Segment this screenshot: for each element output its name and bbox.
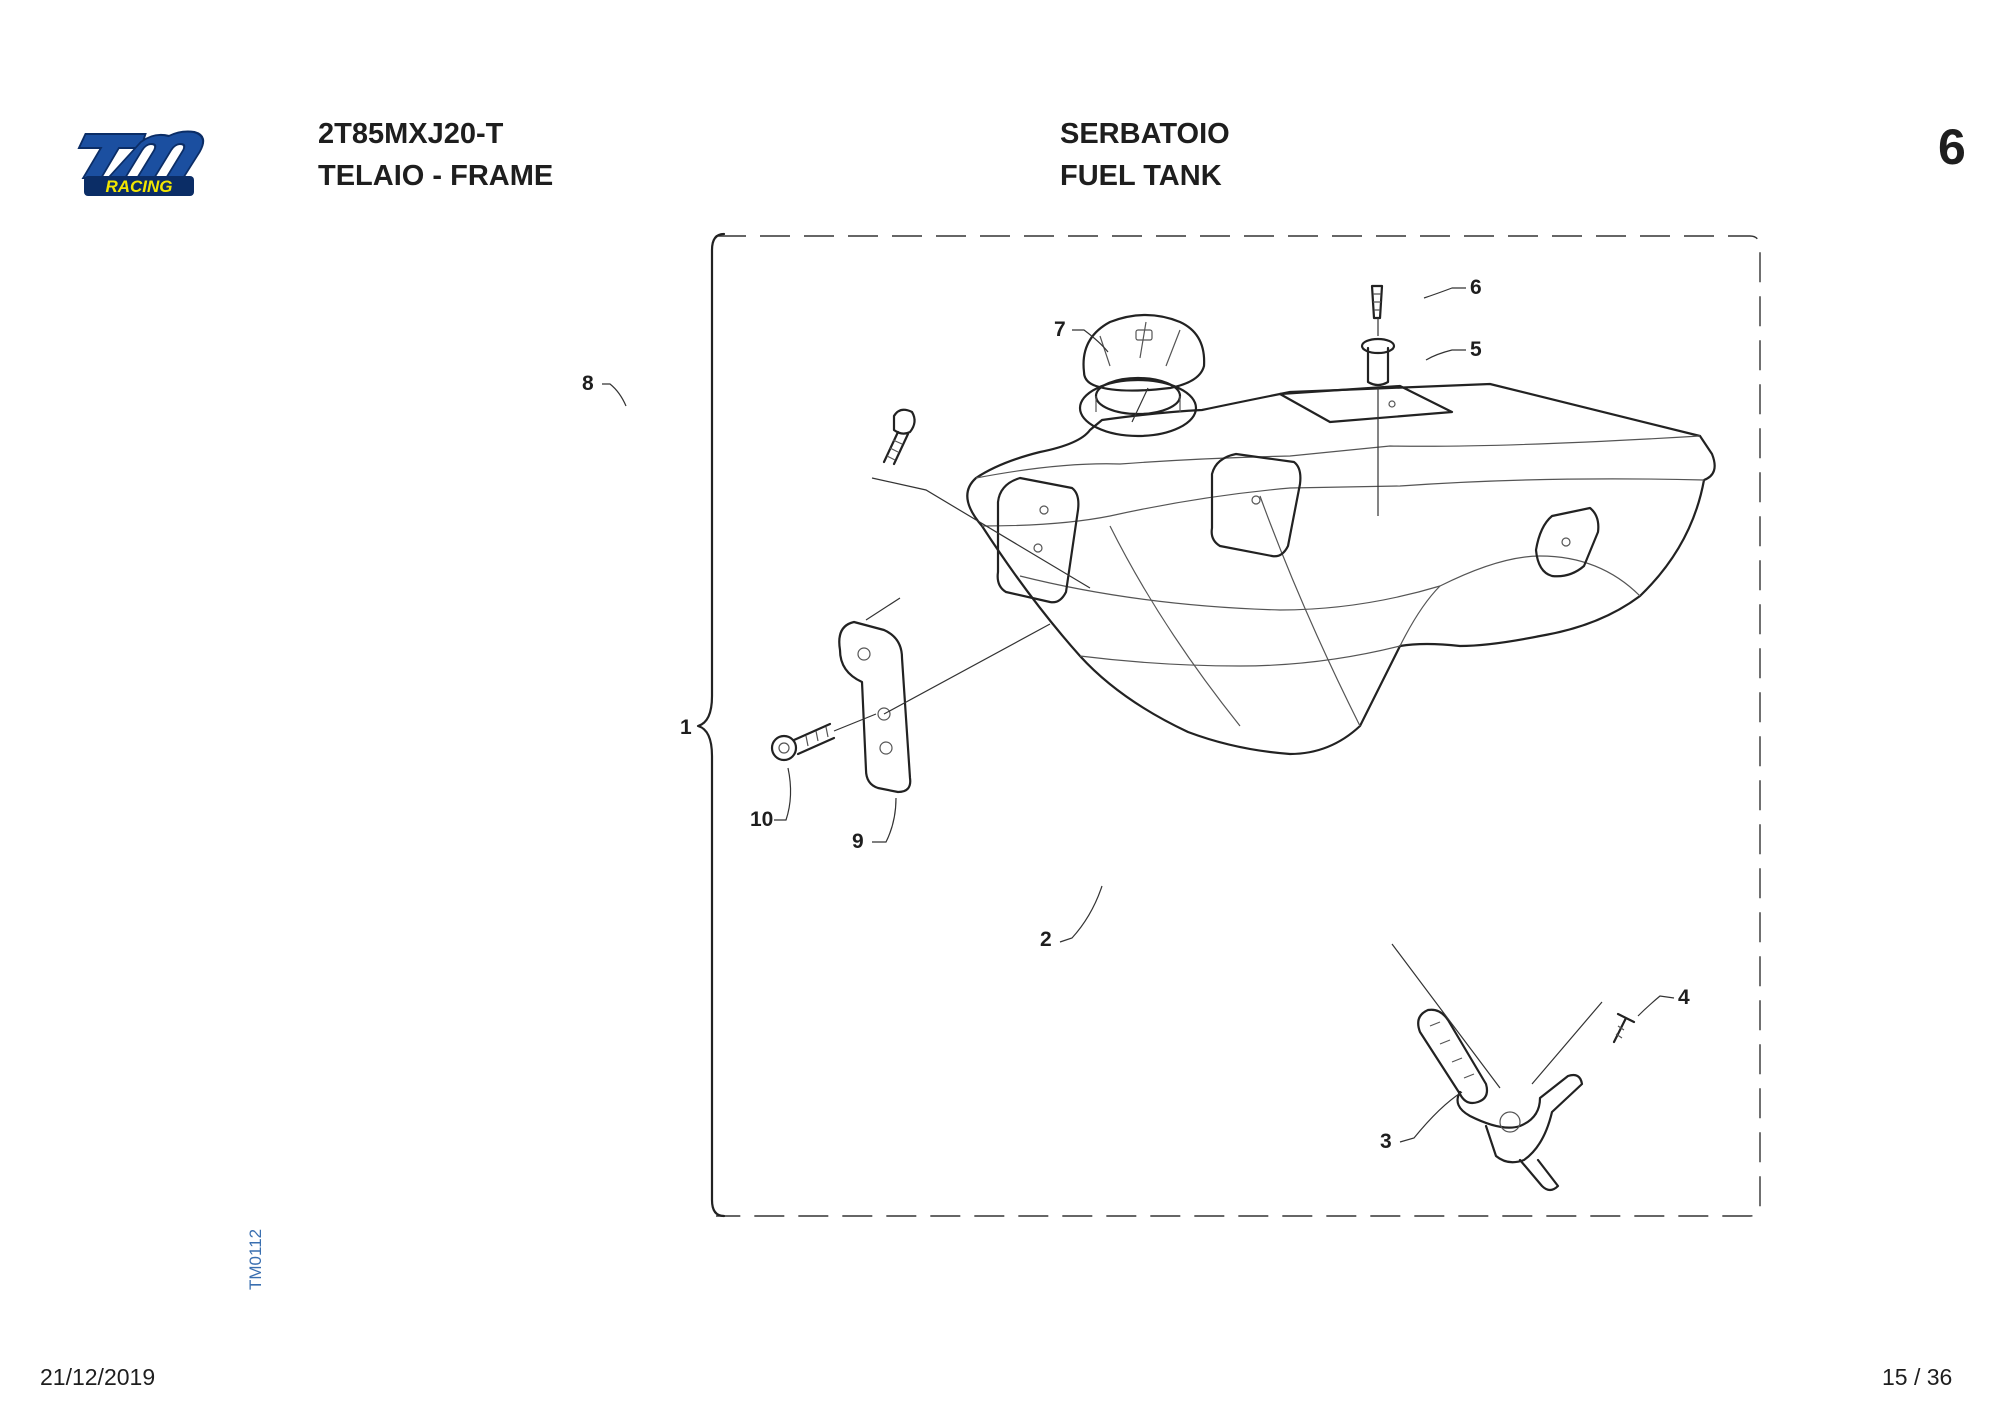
callout-8-leader bbox=[602, 383, 627, 407]
bushing-5 bbox=[1360, 337, 1396, 387]
screw-4 bbox=[1612, 1012, 1636, 1044]
drawing-code: TM0112 bbox=[246, 1228, 265, 1290]
group-title: TELAIO - FRAME bbox=[318, 160, 554, 192]
callout-9: 9 bbox=[852, 830, 864, 853]
table-title-it: SERBATOIO bbox=[1060, 118, 1230, 150]
callout-3: 3 bbox=[1380, 1130, 1392, 1153]
fuel-tap-3 bbox=[1417, 1008, 1584, 1192]
callout-1: 1 bbox=[680, 716, 692, 739]
fuel-tank bbox=[966, 376, 1716, 756]
callout-8-label: 8 bbox=[582, 372, 594, 395]
callout-10: 10 bbox=[750, 808, 773, 831]
model-code: 2T85MXJ20-T bbox=[318, 118, 504, 150]
section-number: 6 bbox=[1938, 119, 1966, 175]
callout-4: 4 bbox=[1678, 986, 1690, 1009]
callout-7: 7 bbox=[1054, 318, 1066, 341]
print-date: 21/12/2019 bbox=[40, 1364, 156, 1390]
callout-6: 6 bbox=[1470, 276, 1482, 299]
callout-2: 2 bbox=[1040, 928, 1052, 951]
table-title-en: FUEL TANK bbox=[1060, 160, 1222, 192]
tm-racing-logo: RACING bbox=[50, 120, 220, 200]
page-number: 15 / 36 bbox=[1882, 1364, 1953, 1390]
fuel-tank-exploded-diagram: 1 2 3 4 5 6 7 8 9 10 bbox=[604, 226, 1780, 1226]
screw-10 bbox=[770, 722, 836, 762]
callouts: 1 2 3 4 5 6 7 8 9 10 bbox=[604, 276, 1690, 1153]
screw-6 bbox=[1370, 284, 1384, 320]
callout-5: 5 bbox=[1470, 338, 1482, 361]
bracket-9 bbox=[838, 620, 912, 794]
svg-text:RACING: RACING bbox=[105, 177, 172, 196]
screw-8 bbox=[882, 408, 916, 466]
fuel-cap bbox=[1082, 313, 1206, 392]
